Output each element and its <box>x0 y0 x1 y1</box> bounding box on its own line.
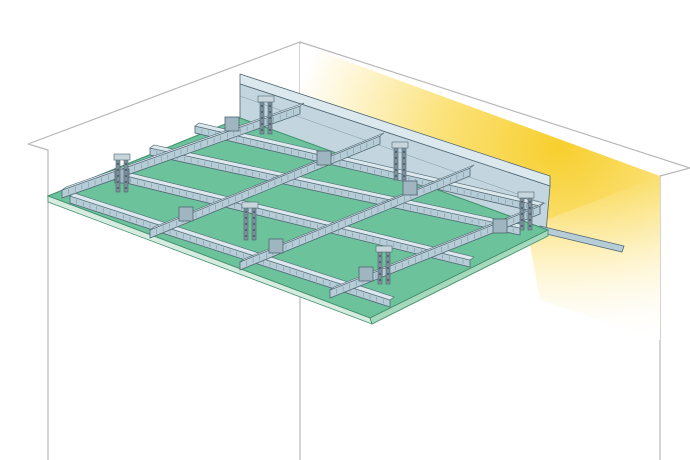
connector-clip <box>224 116 240 132</box>
hanger-bracket <box>241 201 259 241</box>
ceiling-back-edge <box>299 41 690 169</box>
hanger-bracket <box>517 191 535 231</box>
connector-clip <box>402 180 418 196</box>
main-channel-4 <box>329 202 545 299</box>
hangers-layer <box>113 95 535 285</box>
hanger-bracket <box>375 245 393 285</box>
left-wall-front-edge <box>27 143 49 460</box>
connector-clip <box>268 238 284 254</box>
connector-clip <box>316 150 332 166</box>
profiles-layer <box>61 102 545 308</box>
hanger-bracket <box>257 95 275 135</box>
right-wall-front-edge <box>659 167 690 460</box>
back-wall-glow-fade <box>470 176 660 340</box>
hanger-bracket <box>391 141 409 181</box>
connector-clip <box>492 218 508 234</box>
connector-clip <box>178 206 194 222</box>
hanger-bracket <box>113 153 131 193</box>
furring-channel-3 <box>149 144 525 236</box>
connector-clip <box>358 266 374 282</box>
